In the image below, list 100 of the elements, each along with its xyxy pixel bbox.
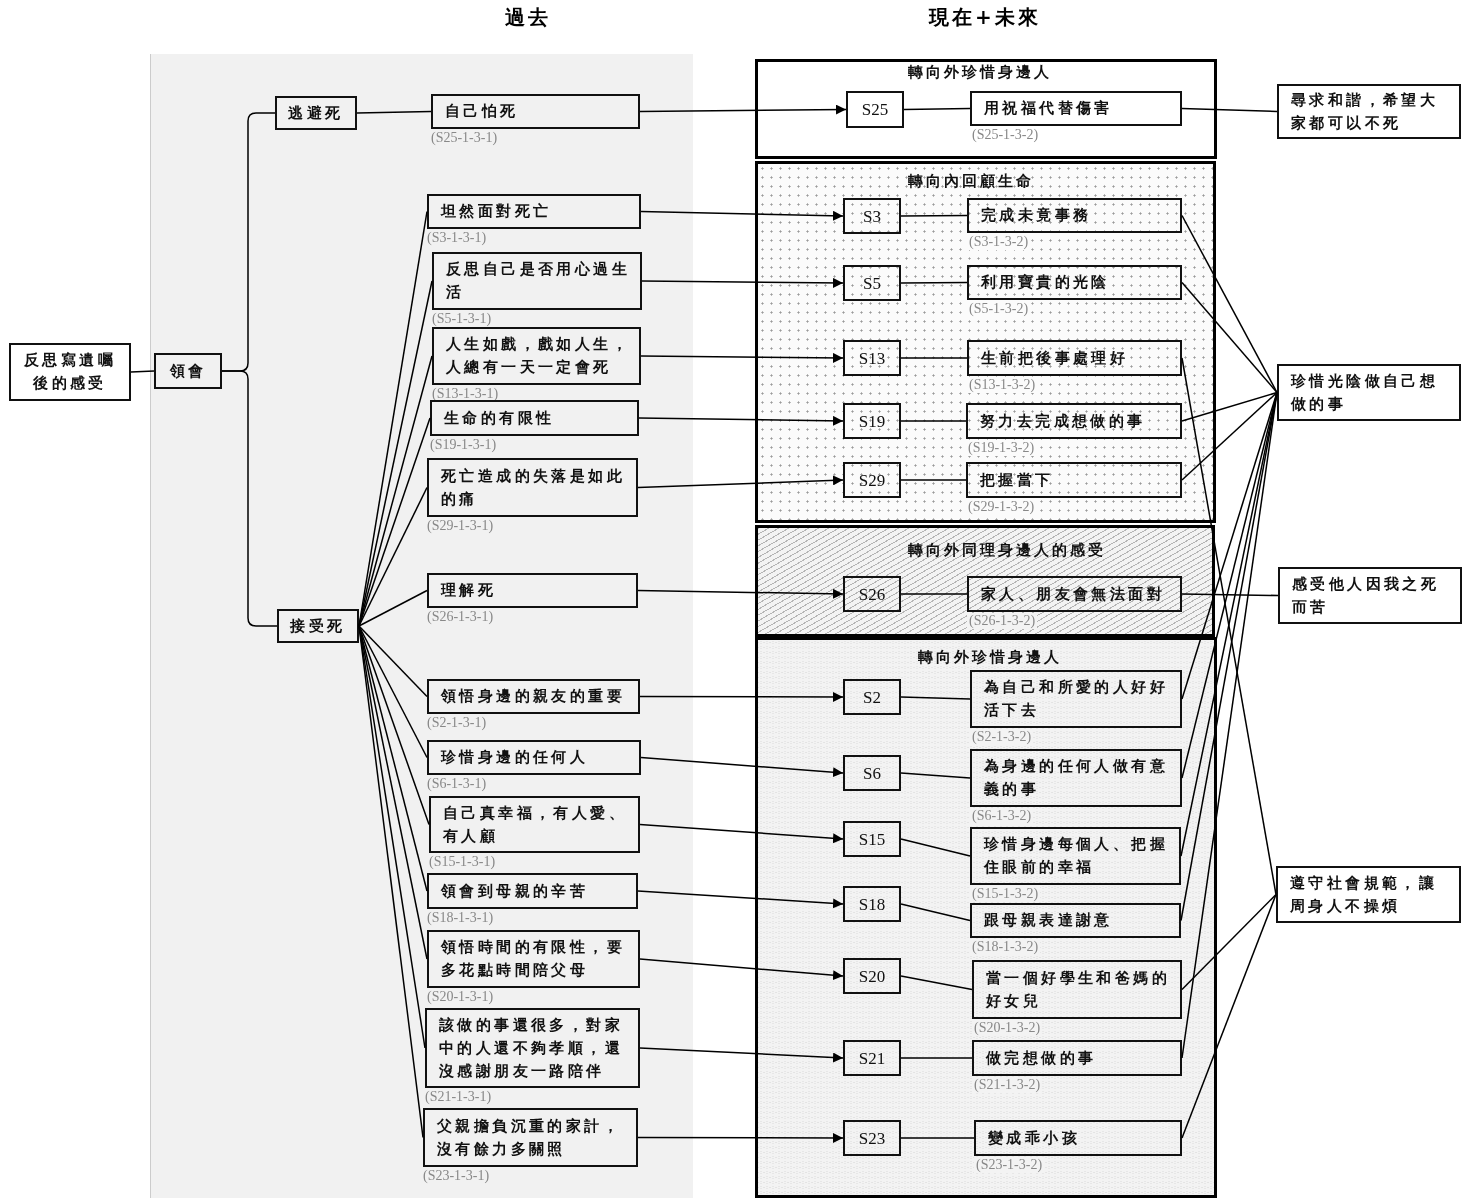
process-box: 珍惜身邊每個人、把握住眼前的幸福 (970, 827, 1181, 885)
connector-line (358, 210, 428, 627)
process-box: 父親擔負沉重的家計，沒有餘力多關照 (423, 1108, 638, 1167)
code-label: (S5-1-3-1) (432, 311, 492, 327)
process-box: 完成未竟事務 (967, 198, 1182, 233)
process-box: 自己怕死 (431, 94, 640, 129)
connector-line (221, 370, 278, 627)
code-box: S26 (843, 576, 901, 612)
arrow (639, 692, 844, 702)
process-box: 利用寶貴的光陰 (967, 265, 1182, 300)
code-label: (S25-1-3-2) (970, 127, 1041, 143)
arrow (637, 890, 844, 909)
code-label: (S3-1-3-1) (427, 230, 487, 246)
process-box: 珍惜光陰做自己想做的事 (1277, 364, 1461, 421)
arrow (638, 415, 844, 426)
connector-line (1181, 391, 1278, 422)
code-label: (S3-1-3-2) (967, 234, 1031, 250)
code-label: (S29-1-3-2) (966, 499, 1037, 515)
process-box: 接受死 (277, 609, 359, 643)
arrow (637, 588, 844, 599)
process-box: 尋求和諧，希望大家都可以不死 (1277, 84, 1461, 139)
code-label: (S25-1-3-1) (431, 130, 498, 146)
connector-line (900, 281, 968, 284)
process-box: 領會 (154, 353, 222, 389)
code-label: (S19-1-3-2) (966, 440, 1037, 456)
code-box: S13 (843, 340, 901, 376)
arrow (639, 958, 844, 981)
process-box: 家人、朋友會無法面對 (967, 576, 1182, 612)
group-panel (755, 161, 1216, 523)
connector-line (356, 110, 432, 114)
code-box: S21 (843, 1040, 901, 1076)
process-box: 坦然面對死亡 (427, 194, 641, 229)
connector-line (358, 589, 428, 627)
group-title: 轉向外珍惜身邊人 (908, 63, 1052, 82)
connector-line (1181, 593, 1279, 597)
process-box: 死亡造成的失落是如此的痛 (427, 458, 638, 517)
code-box: S18 (843, 886, 901, 922)
process-box: 領會到母親的辛苦 (427, 873, 638, 909)
code-label: (S21-1-3-2) (972, 1077, 1043, 1093)
group-title: 轉向內回顧生命 (908, 172, 1034, 191)
code-label: (S15-1-3-2) (970, 886, 1041, 902)
code-label: (S23-1-3-1) (423, 1168, 490, 1184)
column-heading: 現在+未來 (929, 4, 1041, 31)
process-box: 理解死 (427, 573, 638, 608)
code-label: (S26-1-3-2) (967, 613, 1038, 629)
arrow (639, 823, 844, 844)
code-label: (S13-1-3-2) (967, 377, 1038, 393)
connector-line (900, 357, 968, 359)
process-box: 跟母親表達謝意 (970, 903, 1181, 938)
process-box: 人生如戲，戲如人生，人總有一天一定會死 (432, 327, 641, 385)
code-label: (S2-1-3-1) (427, 715, 487, 731)
group-title: 轉向外同理身邊人的感受 (908, 541, 1106, 560)
connector-line (900, 838, 971, 857)
code-label: (S15-1-3-1) (429, 854, 496, 870)
process-box: 遵守社會規範，讓周身人不操煩 (1276, 866, 1461, 923)
process-box: 珍惜身邊的任何人 (427, 740, 641, 775)
arrow (637, 475, 844, 489)
connector-line (358, 486, 428, 627)
connector-line (1181, 391, 1278, 481)
connector-line (900, 420, 967, 422)
connector-line (900, 1057, 973, 1059)
code-label: (S26-1-3-1) (427, 609, 494, 625)
code-box: S5 (843, 265, 901, 301)
connector-line (903, 107, 971, 111)
code-label: (S6-1-3-2) (970, 808, 1034, 824)
connector-line (900, 903, 971, 922)
connector-line (900, 696, 971, 700)
process-box: 自己真幸福，有人愛、有人顧 (429, 796, 640, 853)
process-box: 變成乖小孩 (974, 1120, 1182, 1156)
connector-line (900, 772, 971, 779)
process-box: 感受他人因我之死而苦 (1278, 567, 1462, 624)
connector-line (1181, 281, 1278, 394)
connector-line (900, 975, 973, 991)
connector-line (358, 625, 428, 759)
code-box: S19 (843, 403, 901, 439)
connector-line (1181, 893, 1277, 1139)
code-label: (S18-1-3-1) (427, 910, 494, 926)
connector-line (1181, 893, 1277, 991)
code-box: S20 (843, 958, 901, 994)
process-box: 用祝福代替傷害 (970, 91, 1182, 126)
code-box: S3 (843, 198, 901, 234)
process-box: 為自己和所愛的人好好活下去 (970, 670, 1182, 728)
code-label: (S23-1-3-2) (974, 1157, 1045, 1173)
process-box: 該做的事還很多，對家中的人還不夠孝順，還沒感謝朋友一路陪伴 (425, 1008, 640, 1088)
process-box: 生前把後事處理好 (967, 340, 1182, 376)
code-label: (S2-1-3-2) (970, 729, 1034, 745)
process-box: 努力去完成想做的事 (966, 403, 1182, 439)
code-label: (S5-1-3-2) (967, 301, 1031, 317)
code-box: S2 (843, 679, 901, 715)
process-box: 領悟身邊的親友的重要 (427, 679, 640, 714)
code-box: S6 (843, 755, 901, 791)
code-label: (S20-1-3-1) (427, 989, 494, 1005)
code-label: (S13-1-3-1) (432, 386, 499, 402)
connector-line (130, 370, 155, 373)
arrow (640, 352, 844, 363)
code-label: (S18-1-3-2) (970, 939, 1041, 955)
process-box: 當一個好學生和爸媽的好女兒 (972, 960, 1182, 1019)
code-box: S15 (843, 821, 901, 857)
arrow (640, 756, 844, 778)
group-panel (755, 59, 1217, 159)
